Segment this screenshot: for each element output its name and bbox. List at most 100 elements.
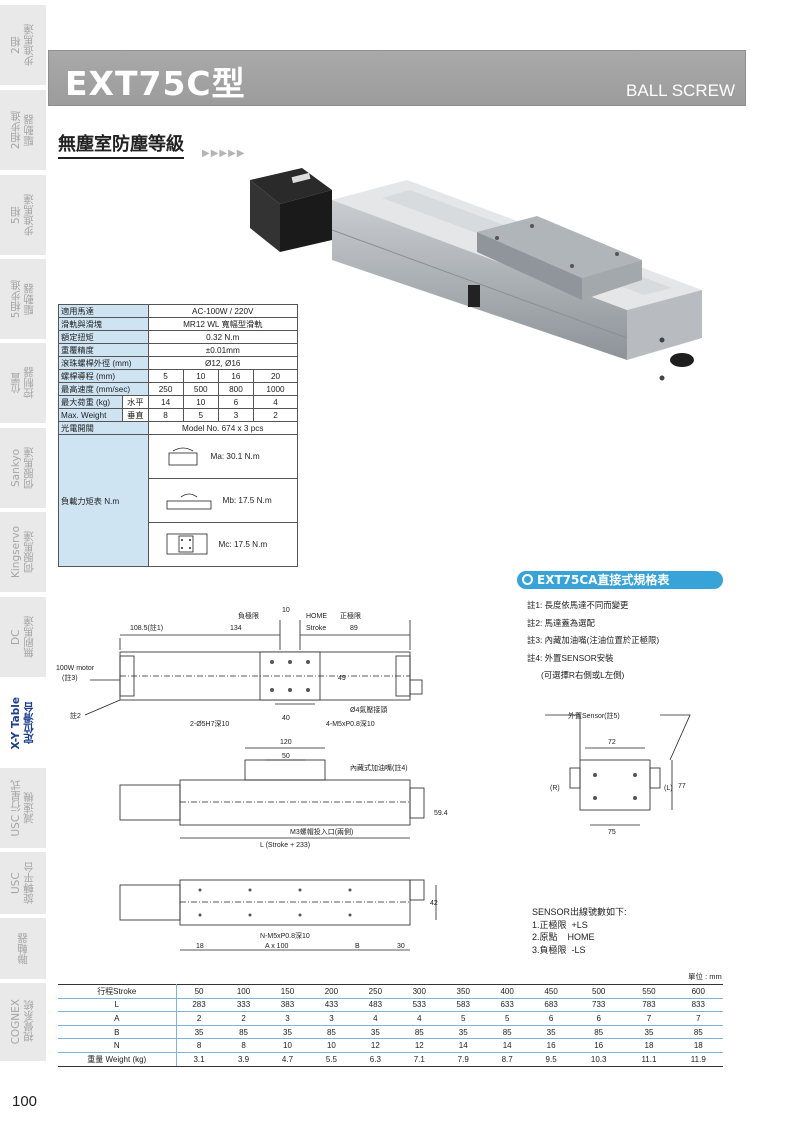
spec-row: Mc: 17.5 N.m (59, 522, 298, 567)
side-tab[interactable]: 5相 步進馬達 (0, 175, 46, 257)
label-pos-limit: 正極限 (340, 611, 361, 620)
side-tab-label: X-Y Table 定位滑台 (10, 696, 35, 750)
table-cell: 12 (353, 1038, 398, 1053)
table-cell: 4 (353, 1011, 398, 1026)
label-d75: 75 (608, 829, 616, 836)
label-home: HOME (306, 613, 327, 620)
table-cell: 85 (573, 1025, 625, 1040)
table-cell: 500 (573, 984, 625, 999)
spec-cell: 重覆精度 (58, 343, 149, 357)
side-tab[interactable]: 2相步進 驅動器 (0, 90, 46, 172)
table-cell: 12 (397, 1038, 442, 1053)
side-tab[interactable]: 聯軸器 (0, 918, 46, 981)
note-item: 註4: 外置SENSOR安裝 (527, 652, 614, 663)
sensor-list-item: 1.正極限 +LS (532, 919, 588, 930)
table-cell: 150 (265, 984, 310, 999)
table-cell: 10.3 (573, 1052, 625, 1067)
side-tab-label: 2相步進 驅動器 (10, 110, 35, 150)
table-cell: 5 (441, 1011, 486, 1026)
moment-diagram: Mc: 17.5 N.m (151, 523, 296, 566)
table-cell: 3.1 (176, 1052, 222, 1067)
side-tab[interactable]: Kingservo 伺服馬達 (0, 512, 46, 594)
table-cell: 8 (221, 1038, 266, 1053)
label-n-holes: N-M5xP0.8深10 (260, 931, 310, 940)
note-item: 註1: 長度依馬達不同而變更 (527, 600, 629, 610)
table-cell: 7 (624, 1011, 674, 1026)
table-cell: 35 (176, 1025, 222, 1040)
side-tab[interactable]: USC 旋轉平台 (0, 852, 46, 916)
table-cell: 18 (673, 1038, 723, 1053)
spec-cell: 5 (147, 369, 184, 383)
side-tab-label: 5相 步進馬達 (10, 194, 35, 236)
row-header: A (58, 1011, 177, 1026)
side-view-body (179, 779, 411, 826)
spec-cell: 16 (217, 369, 255, 383)
label-stroke: Stroke (306, 625, 326, 632)
section-title: 無塵室防塵等級 (58, 130, 184, 159)
label-m3: M3螺帽投入口(兩側) (290, 827, 353, 836)
table-cell: 6 (573, 1011, 625, 1026)
table-cell: 250 (353, 984, 398, 999)
notes-list: 註1: 長度依馬達不同而變更 註2: 馬達蓋為選配 註3: 內藏加油嘴(注油位置… (527, 597, 659, 685)
motor-block (250, 168, 332, 252)
bullet-icon (522, 574, 533, 585)
row-header: L (58, 998, 177, 1013)
table-cell: 16 (573, 1038, 625, 1053)
side-tab-label: Kingservo 伺服馬達 (10, 525, 35, 578)
side-tab[interactable]: Sankyo 伺服馬達 (0, 428, 46, 510)
side-tab[interactable]: X-Y Table 定位滑台 (0, 682, 46, 766)
sensor-list-item: 2.原點 HOME (532, 932, 595, 943)
side-tab[interactable]: USC 行星式 減速機 (0, 768, 46, 850)
moment-diagram: Mb: 17.5 N.m (151, 479, 296, 522)
bottom-view-body (179, 879, 411, 926)
spec-cell: 14 (147, 395, 184, 409)
label-d30: 30 (397, 943, 405, 950)
spec-cell: 1000 (253, 382, 298, 396)
table-cell: 783 (624, 998, 674, 1013)
label-d72: 72 (608, 739, 616, 746)
label-holes4: 4-M5xP0.8深10 (326, 719, 375, 728)
spec-cell: 4 (253, 395, 298, 409)
label-d42: 42 (430, 900, 438, 907)
sensor-list-item: SENSOR出線號數如下: (532, 907, 627, 917)
table-cell: 7 (673, 1011, 723, 1026)
spec-cell: 最高速度 (mm/sec) (58, 382, 149, 396)
moment-value: Mc: 17.5 N.m (218, 540, 268, 549)
table-cell: 85 (673, 1025, 723, 1040)
label-motor: 100W motor (56, 665, 95, 672)
side-tab[interactable]: DC 無刷馬達 (0, 597, 46, 679)
moment-icon (165, 445, 211, 469)
moment-value: Mb: 17.5 N.m (222, 496, 272, 505)
unit-label: 單位 : mm (688, 972, 722, 981)
side-tab[interactable]: 5相步進 驅動器 (0, 259, 46, 341)
spec-cell: Max. Weight (57, 408, 124, 422)
spec-cell: 10 (182, 369, 219, 383)
table-cell: 50 (176, 984, 222, 999)
table-cell: 300 (397, 984, 442, 999)
table-cell: 35 (441, 1025, 486, 1040)
label-d40: 40 (282, 715, 290, 722)
note-item: 註3: 內藏加油嘴(注油位置於正極限) (527, 635, 660, 646)
row-header: N (58, 1038, 177, 1053)
label-l: (L) (664, 785, 673, 792)
spec-cell: 垂直 (122, 408, 149, 422)
label-d18: 18 (196, 943, 204, 950)
table-cell: 85 (221, 1025, 266, 1040)
note-item: (可選擇R右側或L左側) (541, 670, 625, 681)
spec-cell: 5 (182, 408, 219, 422)
side-tab[interactable]: 2相 步進馬達 (0, 5, 46, 87)
table-cell: 4.7 (265, 1052, 310, 1067)
side-tab[interactable]: COGNEX 視覺系統 (0, 983, 46, 1063)
table-cell: 6.3 (353, 1052, 398, 1067)
spec-cell: 2 (253, 408, 298, 422)
table-cell: 283 (176, 998, 222, 1013)
spec-cell: 螺桿導程 (mm) (58, 369, 149, 383)
table-cell: 483 (353, 998, 398, 1013)
spec-cell: 3 (217, 408, 255, 422)
side-tab[interactable]: 位置 控制器 (0, 343, 46, 425)
